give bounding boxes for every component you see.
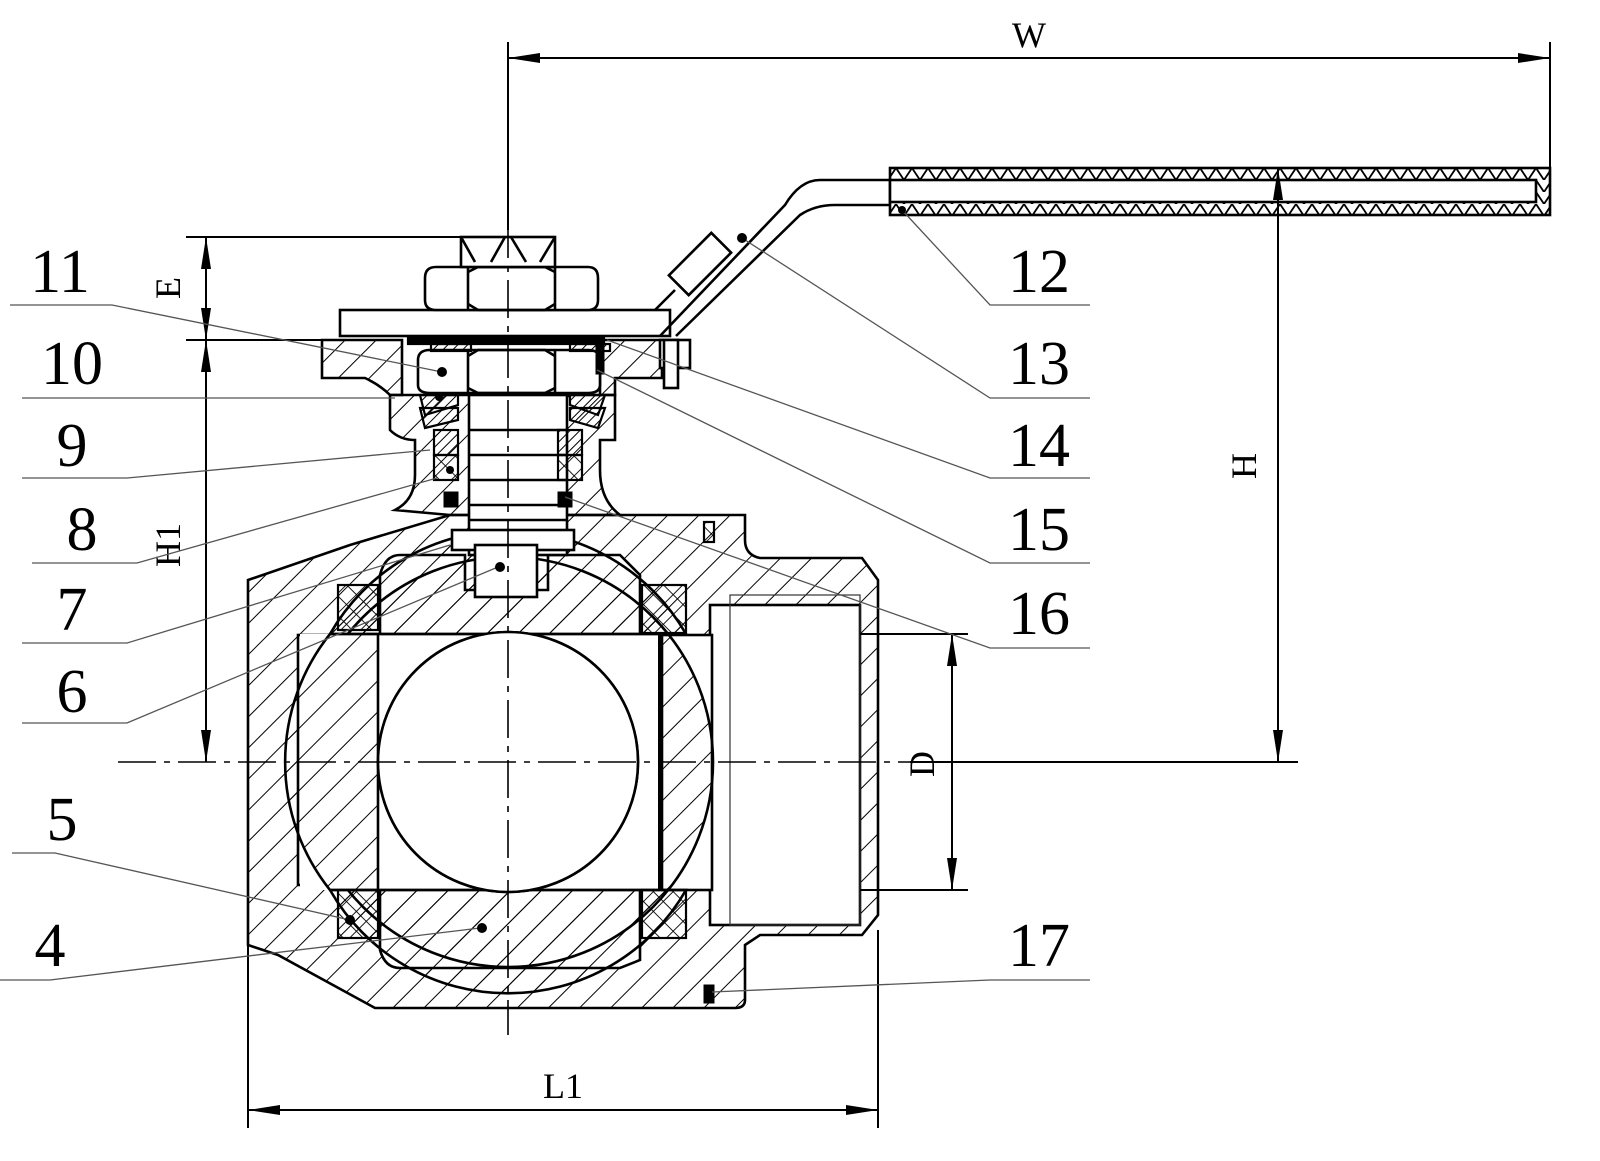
dimension-label-e: E <box>148 277 188 299</box>
part-number-6: 6 <box>57 658 88 726</box>
dimension-label-d: D <box>902 751 942 777</box>
center-lines <box>118 220 1298 1035</box>
leaders-right <box>564 206 1090 993</box>
part-number-10: 10 <box>41 330 103 398</box>
part-number-11: 11 <box>30 238 90 306</box>
dimension-label-h1: H1 <box>148 523 188 567</box>
dimension-l1: L1 <box>247 930 879 1128</box>
handle-lever[interactable] <box>654 166 1552 337</box>
part-numbers-left: 11 10 9 8 7 6 5 4 <box>30 238 103 980</box>
part-number-14: 14 <box>1008 412 1070 480</box>
part-number-9: 9 <box>57 412 88 480</box>
part-number-4: 4 <box>35 912 66 980</box>
part-number-5: 5 <box>47 786 78 854</box>
leaders-left <box>0 304 505 981</box>
part-number-12: 12 <box>1008 238 1070 306</box>
part-number-17: 17 <box>1008 912 1070 980</box>
dimension-h: H <box>1224 168 1283 762</box>
part-number-7: 7 <box>57 576 88 644</box>
part-number-13: 13 <box>1008 330 1070 398</box>
seats <box>336 520 716 1004</box>
dimension-label-h: H <box>1224 453 1264 479</box>
dimension-d: D <box>860 633 968 891</box>
part-number-8: 8 <box>67 496 98 564</box>
dimension-label-w: W <box>1012 15 1046 55</box>
stem-assembly <box>338 235 692 599</box>
dimension-label-l1: L1 <box>543 1066 583 1106</box>
part-number-15: 15 <box>1008 496 1070 564</box>
part-numbers-right: 12 13 14 15 16 17 <box>1008 238 1070 980</box>
dimension-e: E <box>148 236 461 341</box>
dimension-h1: H1 <box>148 340 211 762</box>
part-number-16: 16 <box>1008 580 1070 648</box>
dimension-w: W <box>507 15 1551 230</box>
